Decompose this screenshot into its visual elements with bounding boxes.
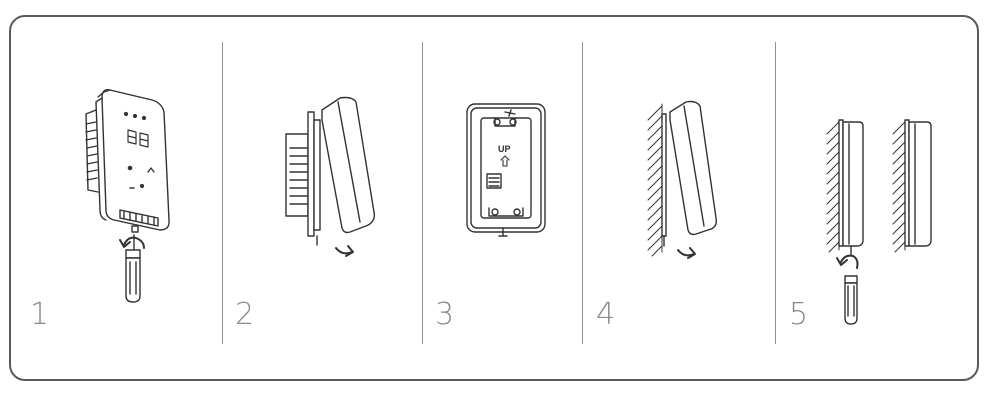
panel-divider [775, 42, 776, 344]
wall-hatching [647, 103, 663, 257]
thermostat-front-tilted [321, 96, 376, 234]
plate-up-label: UP [498, 144, 511, 154]
step-number-5: 5 [789, 297, 809, 332]
step-number-2: 2 [235, 297, 255, 332]
thermostat-front-tilted [669, 100, 718, 236]
step-2-illustration [232, 40, 420, 340]
curved-arrow-icon [119, 236, 145, 249]
step-number-1: 1 [30, 297, 50, 332]
panel-divider [222, 42, 223, 344]
step-number-3: 3 [435, 297, 455, 332]
panel-divider [582, 42, 583, 344]
mounted-thermostat [838, 119, 864, 247]
mounting-plate: UP [466, 103, 546, 237]
step-number-4: 4 [596, 297, 616, 332]
step-5-illustration [785, 40, 975, 340]
thermostat-device [85, 88, 170, 233]
curved-arrow-icon [335, 245, 354, 257]
step-3-illustration: UP [445, 40, 565, 340]
step-4-illustration [592, 40, 772, 340]
finished-thermostat [904, 119, 932, 247]
curved-arrow-icon [836, 254, 859, 269]
curved-arrow-icon [677, 247, 696, 259]
instruction-frame [9, 15, 979, 381]
wall-hatching [892, 119, 906, 253]
back-plate [661, 113, 667, 247]
screwdriver-icon [844, 245, 858, 325]
panel-divider [422, 42, 423, 344]
screwdriver-icon [125, 234, 141, 303]
wall-hatching [826, 119, 840, 253]
step-1-illustration [40, 40, 220, 340]
back-plate [285, 111, 321, 246]
